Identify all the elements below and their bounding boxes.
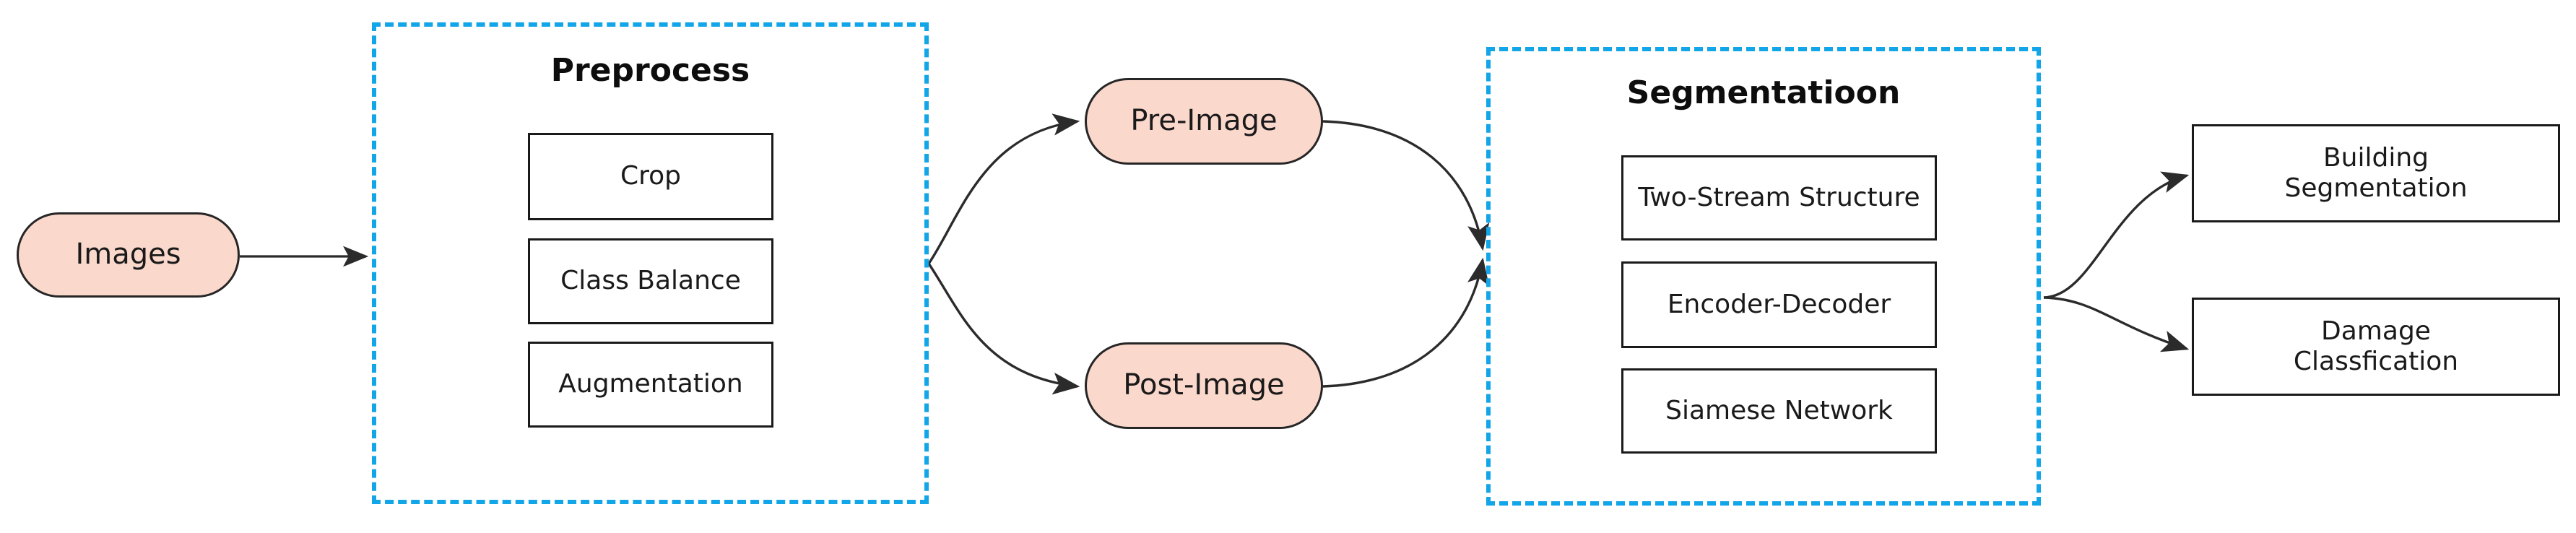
group-segmentation-title: Segmentatioon [1626,74,1901,111]
node-siamese-network[interactable]: Siamese Network [1621,368,1937,454]
node-crop-label: Crop [620,161,682,191]
node-post-image-label: Post-Image [1123,368,1285,402]
node-building-segmentation-line2: Segmentation [2284,173,2468,203]
node-siamese-network-label: Siamese Network [1665,395,1893,425]
node-encoder-decoder[interactable]: Encoder-Decoder [1621,261,1937,348]
edge-post-image-to-segmentation [1322,257,1490,388]
node-damage-classfication[interactable]: Damage Classfication [2192,298,2560,396]
node-class-balance[interactable]: Class Balance [528,238,773,324]
node-images-label: Images [75,238,181,272]
node-images[interactable]: Images [17,212,240,298]
node-two-stream-structure-label: Two-Stream Structure [1638,182,1920,212]
edge-preprocess-to-post-image [927,263,1080,395]
node-pre-image-label: Pre-Image [1130,104,1278,138]
node-crop[interactable]: Crop [528,133,773,220]
node-two-stream-structure[interactable]: Two-Stream Structure [1621,155,1937,240]
node-building-segmentation[interactable]: Building Segmentation [2192,124,2560,222]
node-damage-classfication-line1: Damage [2321,316,2431,346]
node-pre-image[interactable]: Pre-Image [1085,78,1323,165]
node-augmentation-label: Augmentation [558,369,743,399]
group-preprocess-title: Preprocess [550,52,750,89]
edge-segmentation-to-building-segmentation [2043,171,2190,299]
edge-preprocess-to-pre-image [927,113,1080,264]
edge-segmentation-to-damage-classfication [2043,296,2190,352]
group-segmentation [1486,47,2041,506]
edge-pre-image-to-segmentation [1322,120,1490,251]
node-damage-classfication-line2: Classfication [2293,347,2459,376]
node-post-image[interactable]: Post-Image [1085,342,1323,429]
group-preprocess [372,22,929,504]
node-building-segmentation-line1: Building [2323,142,2429,173]
node-encoder-decoder-label: Encoder-Decoder [1667,289,1891,319]
node-class-balance-label: Class Balance [560,266,741,296]
node-augmentation[interactable]: Augmentation [528,342,773,428]
